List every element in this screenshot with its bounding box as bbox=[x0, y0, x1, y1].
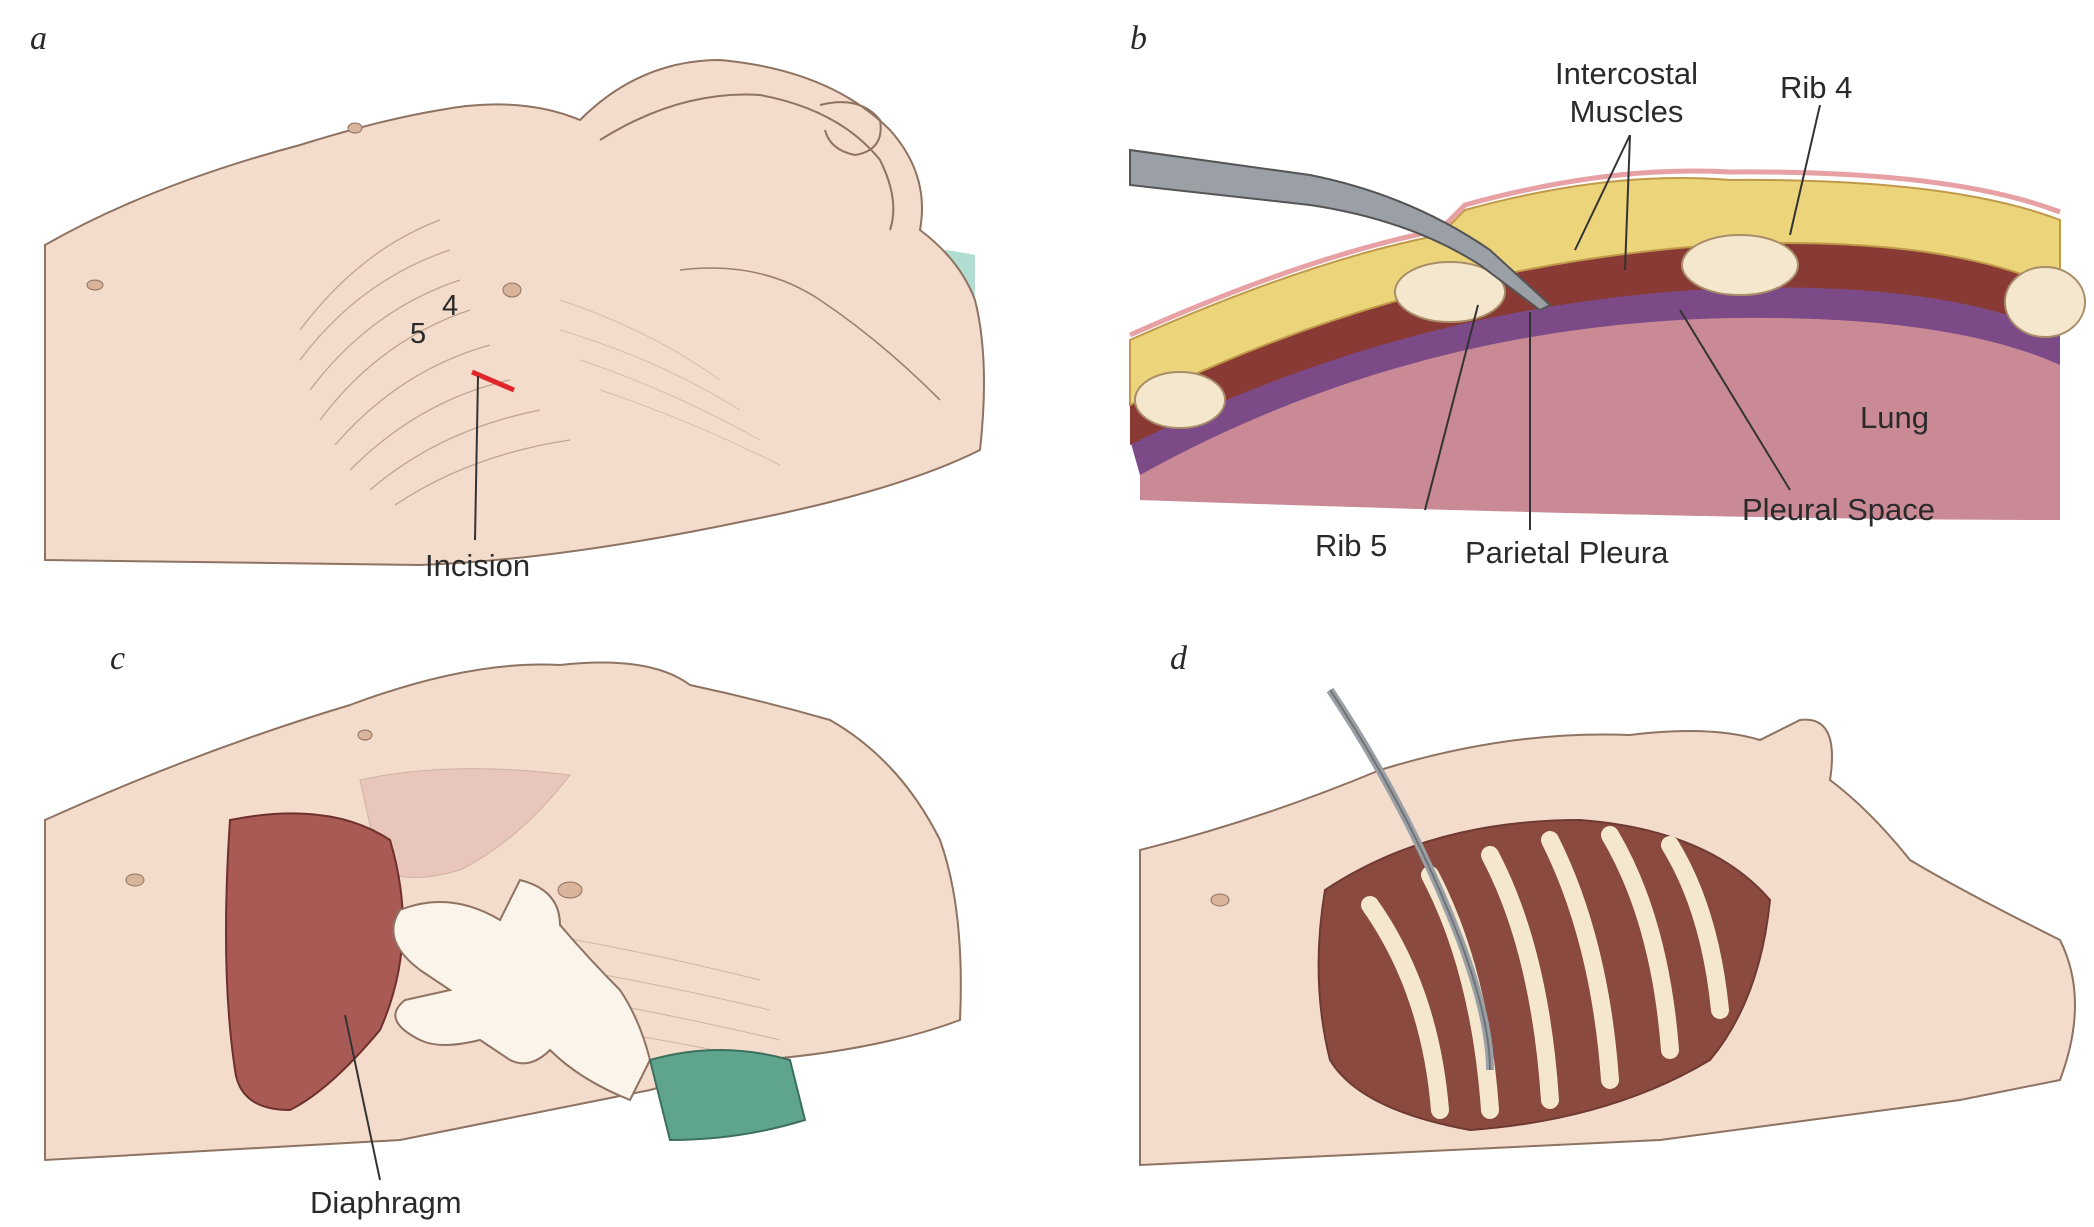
pleural-space-label: Pleural Space bbox=[1742, 492, 1936, 527]
rib-right bbox=[2004, 266, 2086, 338]
panel-a-letter: a bbox=[30, 20, 47, 57]
incision-mark bbox=[471, 369, 515, 393]
panel-d-letter: d bbox=[1170, 640, 1187, 677]
nipple-lower bbox=[502, 282, 522, 298]
parietal-pleura-label: Parietal Pleura bbox=[1465, 535, 1669, 570]
incision-leader bbox=[474, 375, 479, 541]
rib-5-label: Rib 5 bbox=[1315, 528, 1388, 563]
lung-outline bbox=[359, 768, 571, 878]
nipple-lower bbox=[557, 881, 583, 899]
navel bbox=[125, 873, 145, 887]
panel-c-illustration bbox=[44, 661, 962, 1181]
diaphragm-leader bbox=[344, 1014, 381, 1181]
panel-c: c Diaphragm bbox=[0, 640, 1040, 1227]
panel-b-letter: b bbox=[1130, 20, 1147, 57]
panel-a-illustration bbox=[44, 58, 985, 567]
intercostal-muscles-label: Intercostal Muscles bbox=[1555, 56, 1699, 129]
incision-label: Incision bbox=[425, 548, 531, 583]
nipple-upper bbox=[357, 729, 373, 741]
rib-4-label: Rib 4 bbox=[1780, 70, 1853, 105]
torso-skin bbox=[44, 661, 962, 1162]
panel-d-illustration bbox=[1139, 687, 2076, 1167]
surgical-sleeve bbox=[648, 1049, 807, 1142]
lung-label: Lung bbox=[1860, 400, 1929, 435]
rib-4 bbox=[1681, 234, 1799, 296]
nipple-upper bbox=[347, 122, 363, 134]
ear bbox=[819, 101, 882, 157]
rib-left bbox=[1134, 371, 1226, 429]
diaphragm-label: Diaphragm bbox=[310, 1185, 462, 1220]
panel-b-illustration bbox=[1128, 104, 2086, 530]
panel-b: b Intercostal Muscles Rib 4 Lung Pleural… bbox=[1110, 0, 2094, 600]
diaphragm bbox=[225, 812, 404, 1112]
gloved-hand bbox=[392, 878, 652, 1102]
navel bbox=[86, 279, 104, 291]
navel bbox=[1210, 893, 1230, 907]
panel-d: d bbox=[1110, 640, 2094, 1227]
rib-5-label: 5 bbox=[410, 318, 427, 350]
torso-skin bbox=[44, 58, 985, 567]
surgical-instrument bbox=[1129, 148, 1552, 312]
panel-c-letter: c bbox=[110, 640, 126, 677]
lung bbox=[1140, 305, 2060, 520]
rib-4-label: 4 bbox=[442, 290, 459, 322]
panel-a: a 5 4 Incision bbox=[0, 0, 1040, 600]
